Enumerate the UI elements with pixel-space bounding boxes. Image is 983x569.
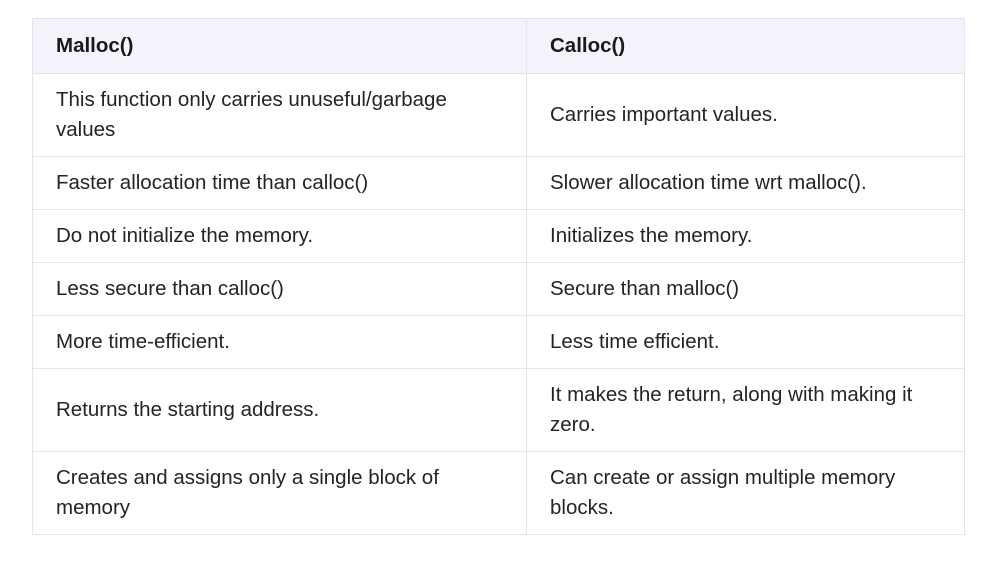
table-header-row: Malloc() Calloc() [32, 18, 965, 74]
calloc-cell: Initializes the memory. [526, 209, 965, 263]
table-row: Less secure than calloc() Secure than ma… [32, 262, 965, 316]
comparison-table-container: Malloc() Calloc() This function only car… [32, 18, 965, 535]
malloc-cell: Less secure than calloc() [32, 262, 527, 316]
malloc-calloc-comparison-table: Malloc() Calloc() This function only car… [32, 18, 965, 535]
table-row: Returns the starting address. It makes t… [32, 368, 965, 452]
table-row: Faster allocation time than calloc() Slo… [32, 156, 965, 210]
calloc-cell: Carries important values. [526, 73, 965, 157]
header-calloc: Calloc() [526, 18, 965, 74]
malloc-cell: This function only carries unuseful/garb… [32, 73, 527, 157]
table-row: Do not initialize the memory. Initialize… [32, 209, 965, 263]
malloc-cell: Faster allocation time than calloc() [32, 156, 527, 210]
table-row: Creates and assigns only a single block … [32, 451, 965, 535]
calloc-cell: Can create or assign multiple memory blo… [526, 451, 965, 535]
malloc-cell: Creates and assigns only a single block … [32, 451, 527, 535]
malloc-cell: Returns the starting address. [32, 368, 527, 452]
table-row: More time-efficient. Less time efficient… [32, 315, 965, 369]
malloc-cell: More time-efficient. [32, 315, 527, 369]
table-row: This function only carries unuseful/garb… [32, 73, 965, 157]
header-malloc: Malloc() [32, 18, 527, 74]
calloc-cell: Secure than malloc() [526, 262, 965, 316]
calloc-cell: Less time efficient. [526, 315, 965, 369]
calloc-cell: It makes the return, along with making i… [526, 368, 965, 452]
malloc-cell: Do not initialize the memory. [32, 209, 527, 263]
calloc-cell: Slower allocation time wrt malloc(). [526, 156, 965, 210]
